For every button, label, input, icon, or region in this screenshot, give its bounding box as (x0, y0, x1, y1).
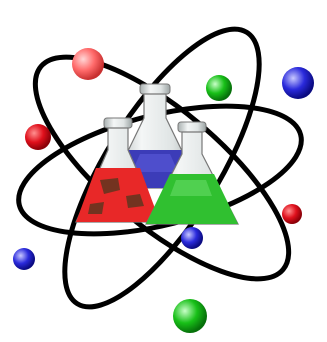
red-electron-left (25, 124, 51, 150)
flask-group (75, 83, 239, 225)
red-electron-right (282, 204, 302, 224)
blue-electron-left (13, 248, 35, 270)
pink-electron (72, 48, 104, 80)
green-flask (145, 121, 239, 225)
green-electron-top (206, 75, 232, 101)
blue-electron-center (181, 227, 203, 249)
green-electron-bottom (173, 299, 207, 333)
electrons (13, 48, 314, 333)
red-flask (75, 117, 161, 223)
blue-electron-top-right (282, 67, 314, 99)
